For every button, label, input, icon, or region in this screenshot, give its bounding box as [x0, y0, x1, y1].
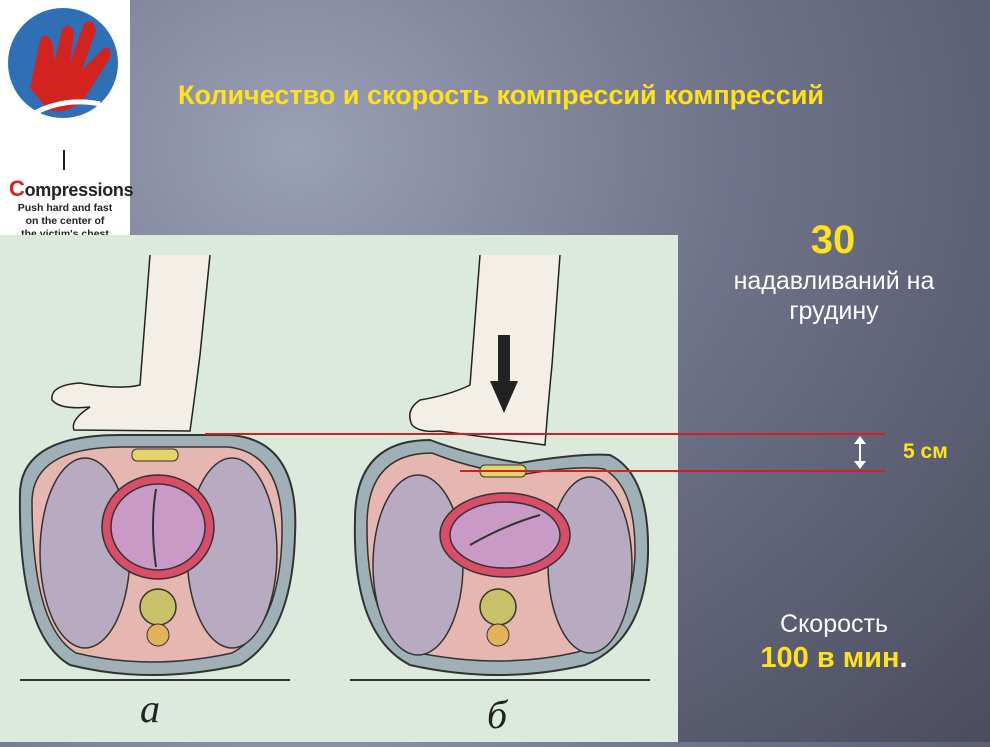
chest-compression-illustration: а б [0, 235, 678, 742]
panel-label-a: а [140, 686, 160, 731]
hands-a [51, 254, 211, 432]
rate-value: 100 в мин. [760, 642, 908, 674]
logo-stem [63, 150, 65, 170]
hands-b [409, 254, 561, 446]
panel-label-b: б [487, 692, 508, 737]
compression-count-label: надавливаний на грудину [733, 267, 935, 325]
down-arrow-icon [490, 335, 518, 413]
compression-count: 30 [810, 218, 856, 262]
chest-section-b [353, 438, 650, 676]
page-title: Количество и скорость компрессий компрес… [178, 80, 825, 110]
compressions-logo: Compressions Push hard and fast on the c… [0, 0, 134, 254]
rate-label: Скорость [780, 610, 888, 638]
hand-icon [24, 21, 111, 121]
double-arrow-icon [854, 436, 866, 469]
depth-label: 5 см [903, 440, 948, 463]
logo-title: Compressions [9, 176, 134, 201]
chest-section-a [18, 434, 297, 676]
